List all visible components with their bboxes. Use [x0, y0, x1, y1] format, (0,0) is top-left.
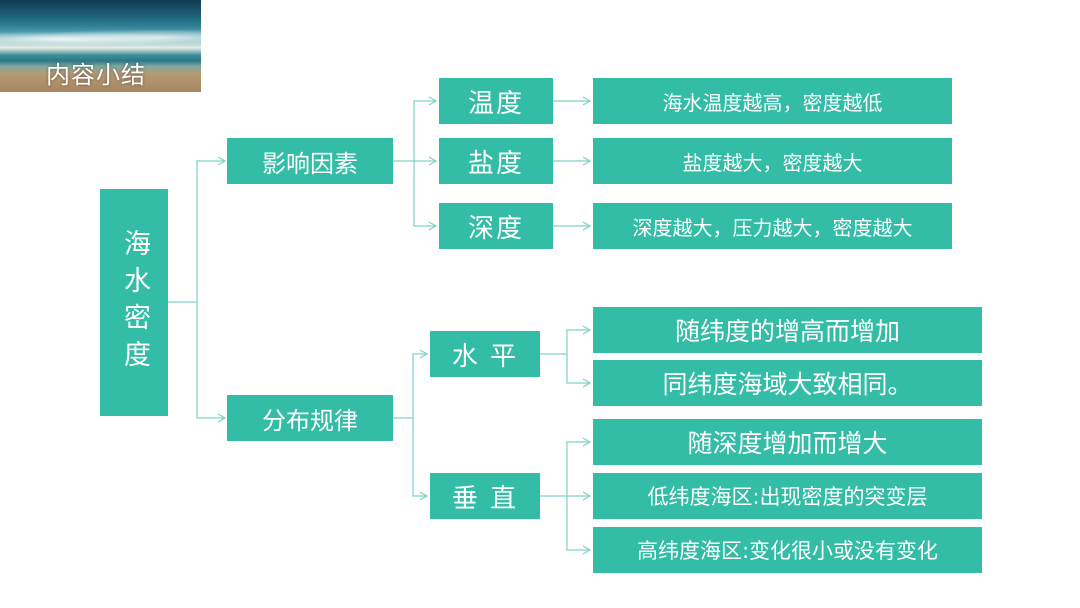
detail-depth: 深度越大，压力越大，密度越大 — [593, 203, 952, 249]
header-banner-image: 内容小结 — [0, 0, 201, 92]
detail-salinity: 盐度越大，密度越大 — [593, 138, 952, 184]
detail-vertical-1: 随深度增加而增大 — [593, 419, 982, 465]
node-salinity: 盐度 — [439, 138, 553, 184]
connector-horizontal-detail-1 — [540, 325, 592, 355]
connector-root-to-distribution — [196, 302, 227, 423]
detail-vertical-3: 高纬度海区:变化很小或没有变化 — [593, 527, 982, 573]
node-horizontal: 水 平 — [430, 331, 540, 377]
connector-distribution-to-horizontal — [393, 349, 429, 419]
node-distribution-pattern: 分布规律 — [227, 395, 393, 441]
connector-distribution-to-vertical — [412, 418, 429, 501]
connector-horizontal-detail-2 — [566, 354, 592, 388]
detail-temperature: 海水温度越高，密度越低 — [593, 78, 952, 124]
node-influencing-factors: 影响因素 — [227, 138, 393, 184]
detail-vertical-2: 低纬度海区:出现密度的突变层 — [593, 473, 982, 519]
node-temperature: 温度 — [439, 78, 553, 124]
root-node-seawater-density: 海水密度 — [100, 189, 168, 416]
node-depth: 深度 — [439, 203, 553, 249]
connector-vertical-detail-3 — [566, 496, 592, 555]
wave-foam-decoration — [0, 30, 201, 48]
connector-root-to-factors — [168, 156, 227, 303]
detail-horizontal-2: 同纬度海域大致相同。 — [593, 360, 982, 406]
detail-horizontal-1: 随纬度的增高而增加 — [593, 307, 982, 353]
node-vertical: 垂 直 — [430, 473, 540, 519]
slide-title: 内容小结 — [46, 61, 146, 89]
connector-factors-to-temperature — [393, 96, 438, 162]
connector-factors-to-depth — [413, 161, 438, 231]
connector-vertical-detail-1 — [540, 437, 592, 497]
